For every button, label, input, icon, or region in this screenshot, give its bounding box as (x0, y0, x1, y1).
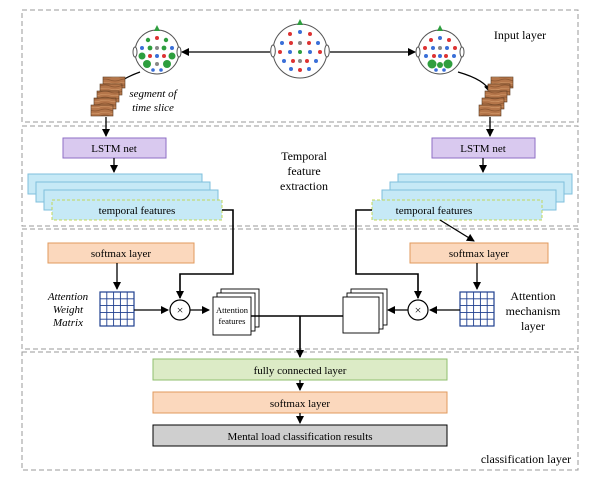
attention-layer-title-1: Attention (510, 289, 555, 303)
arrow-features-to-multiply-left (176, 209, 234, 299)
fully-connected-box: fully connected layer (152, 358, 448, 381)
segment-label-line1: segment of (129, 88, 178, 100)
input-layer-frame (21, 9, 579, 123)
input-layer-title: Input layer (494, 28, 546, 42)
attention-layer-title-2: mechanism (506, 304, 561, 318)
temporal-features-label-right: temporal features (396, 205, 473, 217)
classification-layer-title: classification layer (481, 452, 571, 466)
multiply-circle-icon: × (407, 299, 429, 321)
lstm-box-left: LSTM net (62, 137, 167, 159)
lstm-label-left: LSTM net (91, 143, 137, 155)
temporal-layer-title-3: extraction (280, 179, 328, 193)
arrow-head-to-right-stack (457, 71, 492, 93)
feature-cards-icon (342, 288, 388, 334)
awm-label-line3: Matrix (52, 317, 83, 329)
attention-features-label-line1: Attention (216, 305, 249, 315)
awm-label-line2: Weight (53, 304, 84, 316)
eeg-headmap-icon (415, 25, 465, 75)
softmax-label-left: softmax layer (91, 248, 152, 260)
final-softmax-label: softmax layer (270, 398, 331, 410)
lstm-label-right: LSTM net (460, 143, 506, 155)
wooden-block-stack-icon (478, 76, 514, 117)
eeg-headmap-icon (132, 25, 182, 75)
softmax-label-right: softmax layer (449, 248, 510, 260)
temporal-features-label-left: temporal features (99, 205, 176, 217)
temporal-features-stack-right: temporal features (371, 173, 573, 221)
temporal-layer-title-1: Temporal (281, 149, 327, 163)
classification-layer-frame (21, 351, 579, 471)
eeg-headmap-icon (270, 19, 330, 79)
fully-connected-label: fully connected layer (254, 365, 347, 377)
softmax-box-left: softmax layer (47, 242, 195, 264)
attention-grid-icon (99, 291, 135, 327)
wooden-block-stack-icon (90, 76, 126, 117)
final-softmax-box: softmax layer (152, 391, 448, 414)
results-label: Mental load classification results (227, 431, 372, 443)
awm-label-line1: Attention (47, 291, 89, 303)
attention-features-label-line2: features (219, 316, 246, 326)
multiply-symbol-left: × (177, 303, 184, 317)
attention-grid-icon (459, 291, 495, 327)
segment-label-line2: time slice (132, 102, 174, 114)
arrow-features-to-softmax-right (439, 219, 475, 242)
results-box: Mental load classification results (152, 424, 448, 447)
arrow-features-to-multiply-right (355, 209, 422, 299)
multiply-symbol-right: × (415, 303, 422, 317)
temporal-features-stack-left: temporal features (27, 173, 223, 221)
feature-cards-icon: Attention features (212, 288, 260, 336)
multiply-circle-icon: × (169, 299, 191, 321)
softmax-box-right: softmax layer (409, 242, 549, 264)
temporal-layer-title-2: feature (287, 164, 320, 178)
attention-layer-title-3: layer (521, 319, 545, 333)
lstm-box-right: LSTM net (431, 137, 536, 159)
